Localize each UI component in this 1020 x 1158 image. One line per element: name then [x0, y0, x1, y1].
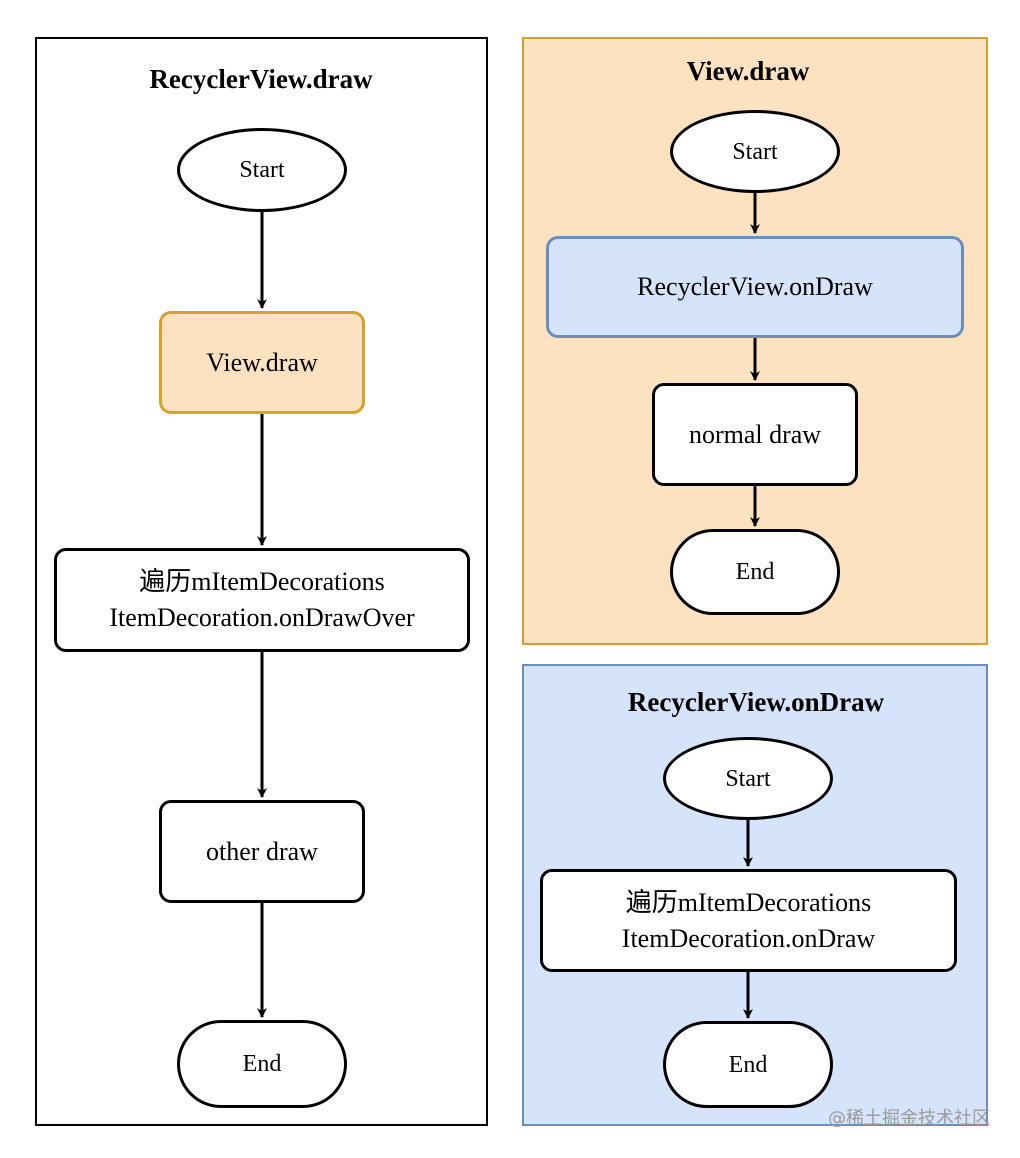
left-end-label: End: [242, 1051, 282, 1077]
view-rv-ondraw-label: RecyclerView.onDraw: [637, 272, 873, 301]
view-draw-title: View.draw: [686, 56, 810, 86]
rv-end-label: End: [728, 1051, 768, 1078]
rv-start-node: Start: [663, 737, 833, 820]
left-other-draw-node: other draw: [159, 800, 365, 903]
left-view-draw-label: View.draw: [206, 347, 318, 377]
rv-start-label: Start: [725, 765, 771, 792]
view-start-label: Start: [732, 138, 778, 165]
left-start-label: Start: [239, 157, 285, 183]
left-other-draw-label: other draw: [206, 836, 318, 866]
view-normal-draw-label: normal draw: [688, 419, 822, 449]
watermark: @稀土掘金技术社区: [828, 1108, 990, 1129]
rv-iterate-decorations-node: 遍历mItemDecorations ItemDecoration.onDraw: [540, 869, 957, 972]
rv-end-node: End: [663, 1021, 833, 1108]
rv-iterate-decorations-label: 遍历mItemDecorations ItemDecoration.onDraw: [621, 887, 876, 953]
left-iterate-decorations-node: 遍历mItemDecorations ItemDecoration.onDraw…: [54, 548, 470, 652]
left-iterate-decorations-label: 遍历mItemDecorations ItemDecoration.onDraw…: [109, 567, 415, 632]
recyclerview-ondraw-title: RecyclerView.onDraw: [627, 687, 885, 717]
view-end-node: End: [670, 529, 840, 615]
left-view-draw-node: View.draw: [159, 311, 365, 414]
recyclerview-draw-title: RecyclerView.draw: [149, 64, 373, 94]
left-end-node: End: [177, 1020, 347, 1108]
view-normal-draw-node: normal draw: [652, 383, 858, 486]
view-start-node: Start: [670, 110, 840, 193]
view-end-label: End: [735, 559, 775, 585]
left-start-node: Start: [177, 128, 347, 212]
view-rv-ondraw-node: RecyclerView.onDraw: [546, 236, 964, 338]
